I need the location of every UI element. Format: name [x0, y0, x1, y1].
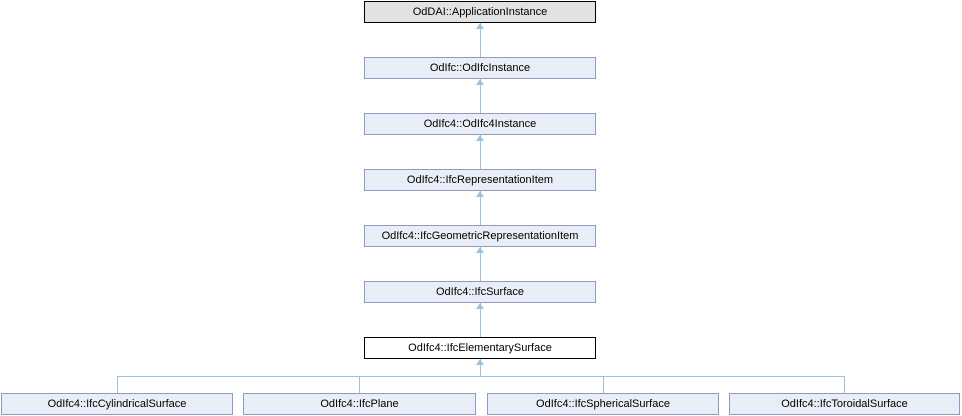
inheritance-edge-line — [480, 303, 481, 337]
inheritance-bus-line — [117, 376, 845, 377]
inheritance-edge-line — [117, 376, 118, 393]
inheritance-edge-line — [603, 376, 604, 393]
inheritance-arrowhead-icon — [476, 23, 484, 29]
class-node-odifc4-odifc4instance[interactable]: OdIfc4::OdIfc4Instance — [364, 113, 596, 135]
inheritance-edge-line — [480, 135, 481, 169]
inheritance-edge-line — [480, 191, 481, 225]
class-node-odifc4-ifcgeometricrepresentationitem[interactable]: OdIfc4::IfcGeometricRepresentationItem — [364, 225, 596, 247]
inheritance-arrowhead-icon — [476, 135, 484, 141]
inheritance-edge-line — [480, 247, 481, 281]
inheritance-edge-line — [359, 376, 360, 393]
inheritance-edge-line — [480, 79, 481, 113]
class-node-odifc4-ifctoroidalsurface[interactable]: OdIfc4::IfcToroidalSurface — [729, 393, 960, 415]
inheritance-edge-line — [480, 359, 481, 377]
inheritance-arrowhead-icon — [476, 303, 484, 309]
inheritance-arrowhead-icon — [476, 359, 484, 365]
class-node-odifc4-ifcrepresentationitem[interactable]: OdIfc4::IfcRepresentationItem — [364, 169, 596, 191]
inheritance-edge-line — [480, 23, 481, 57]
inheritance-edge-line — [844, 376, 845, 393]
class-node-odifc4-ifccylindricalsurface[interactable]: OdIfc4::IfcCylindricalSurface — [1, 393, 233, 415]
class-node-oddai-applicationinstance: OdDAI::ApplicationInstance — [364, 1, 596, 23]
class-node-odifc4-ifcsurface[interactable]: OdIfc4::IfcSurface — [364, 281, 596, 303]
class-node-odifc4-ifcelementarysurface: OdIfc4::IfcElementarySurface — [364, 337, 596, 359]
class-node-odifc4-ifcsphericalsurface[interactable]: OdIfc4::IfcSphericalSurface — [487, 393, 719, 415]
inheritance-arrowhead-icon — [476, 191, 484, 197]
class-node-odifc4-ifcplane[interactable]: OdIfc4::IfcPlane — [243, 393, 476, 415]
inheritance-arrowhead-icon — [476, 79, 484, 85]
inheritance-arrowhead-icon — [476, 247, 484, 253]
class-node-odifc-odifcinstance[interactable]: OdIfc::OdIfcInstance — [364, 57, 596, 79]
